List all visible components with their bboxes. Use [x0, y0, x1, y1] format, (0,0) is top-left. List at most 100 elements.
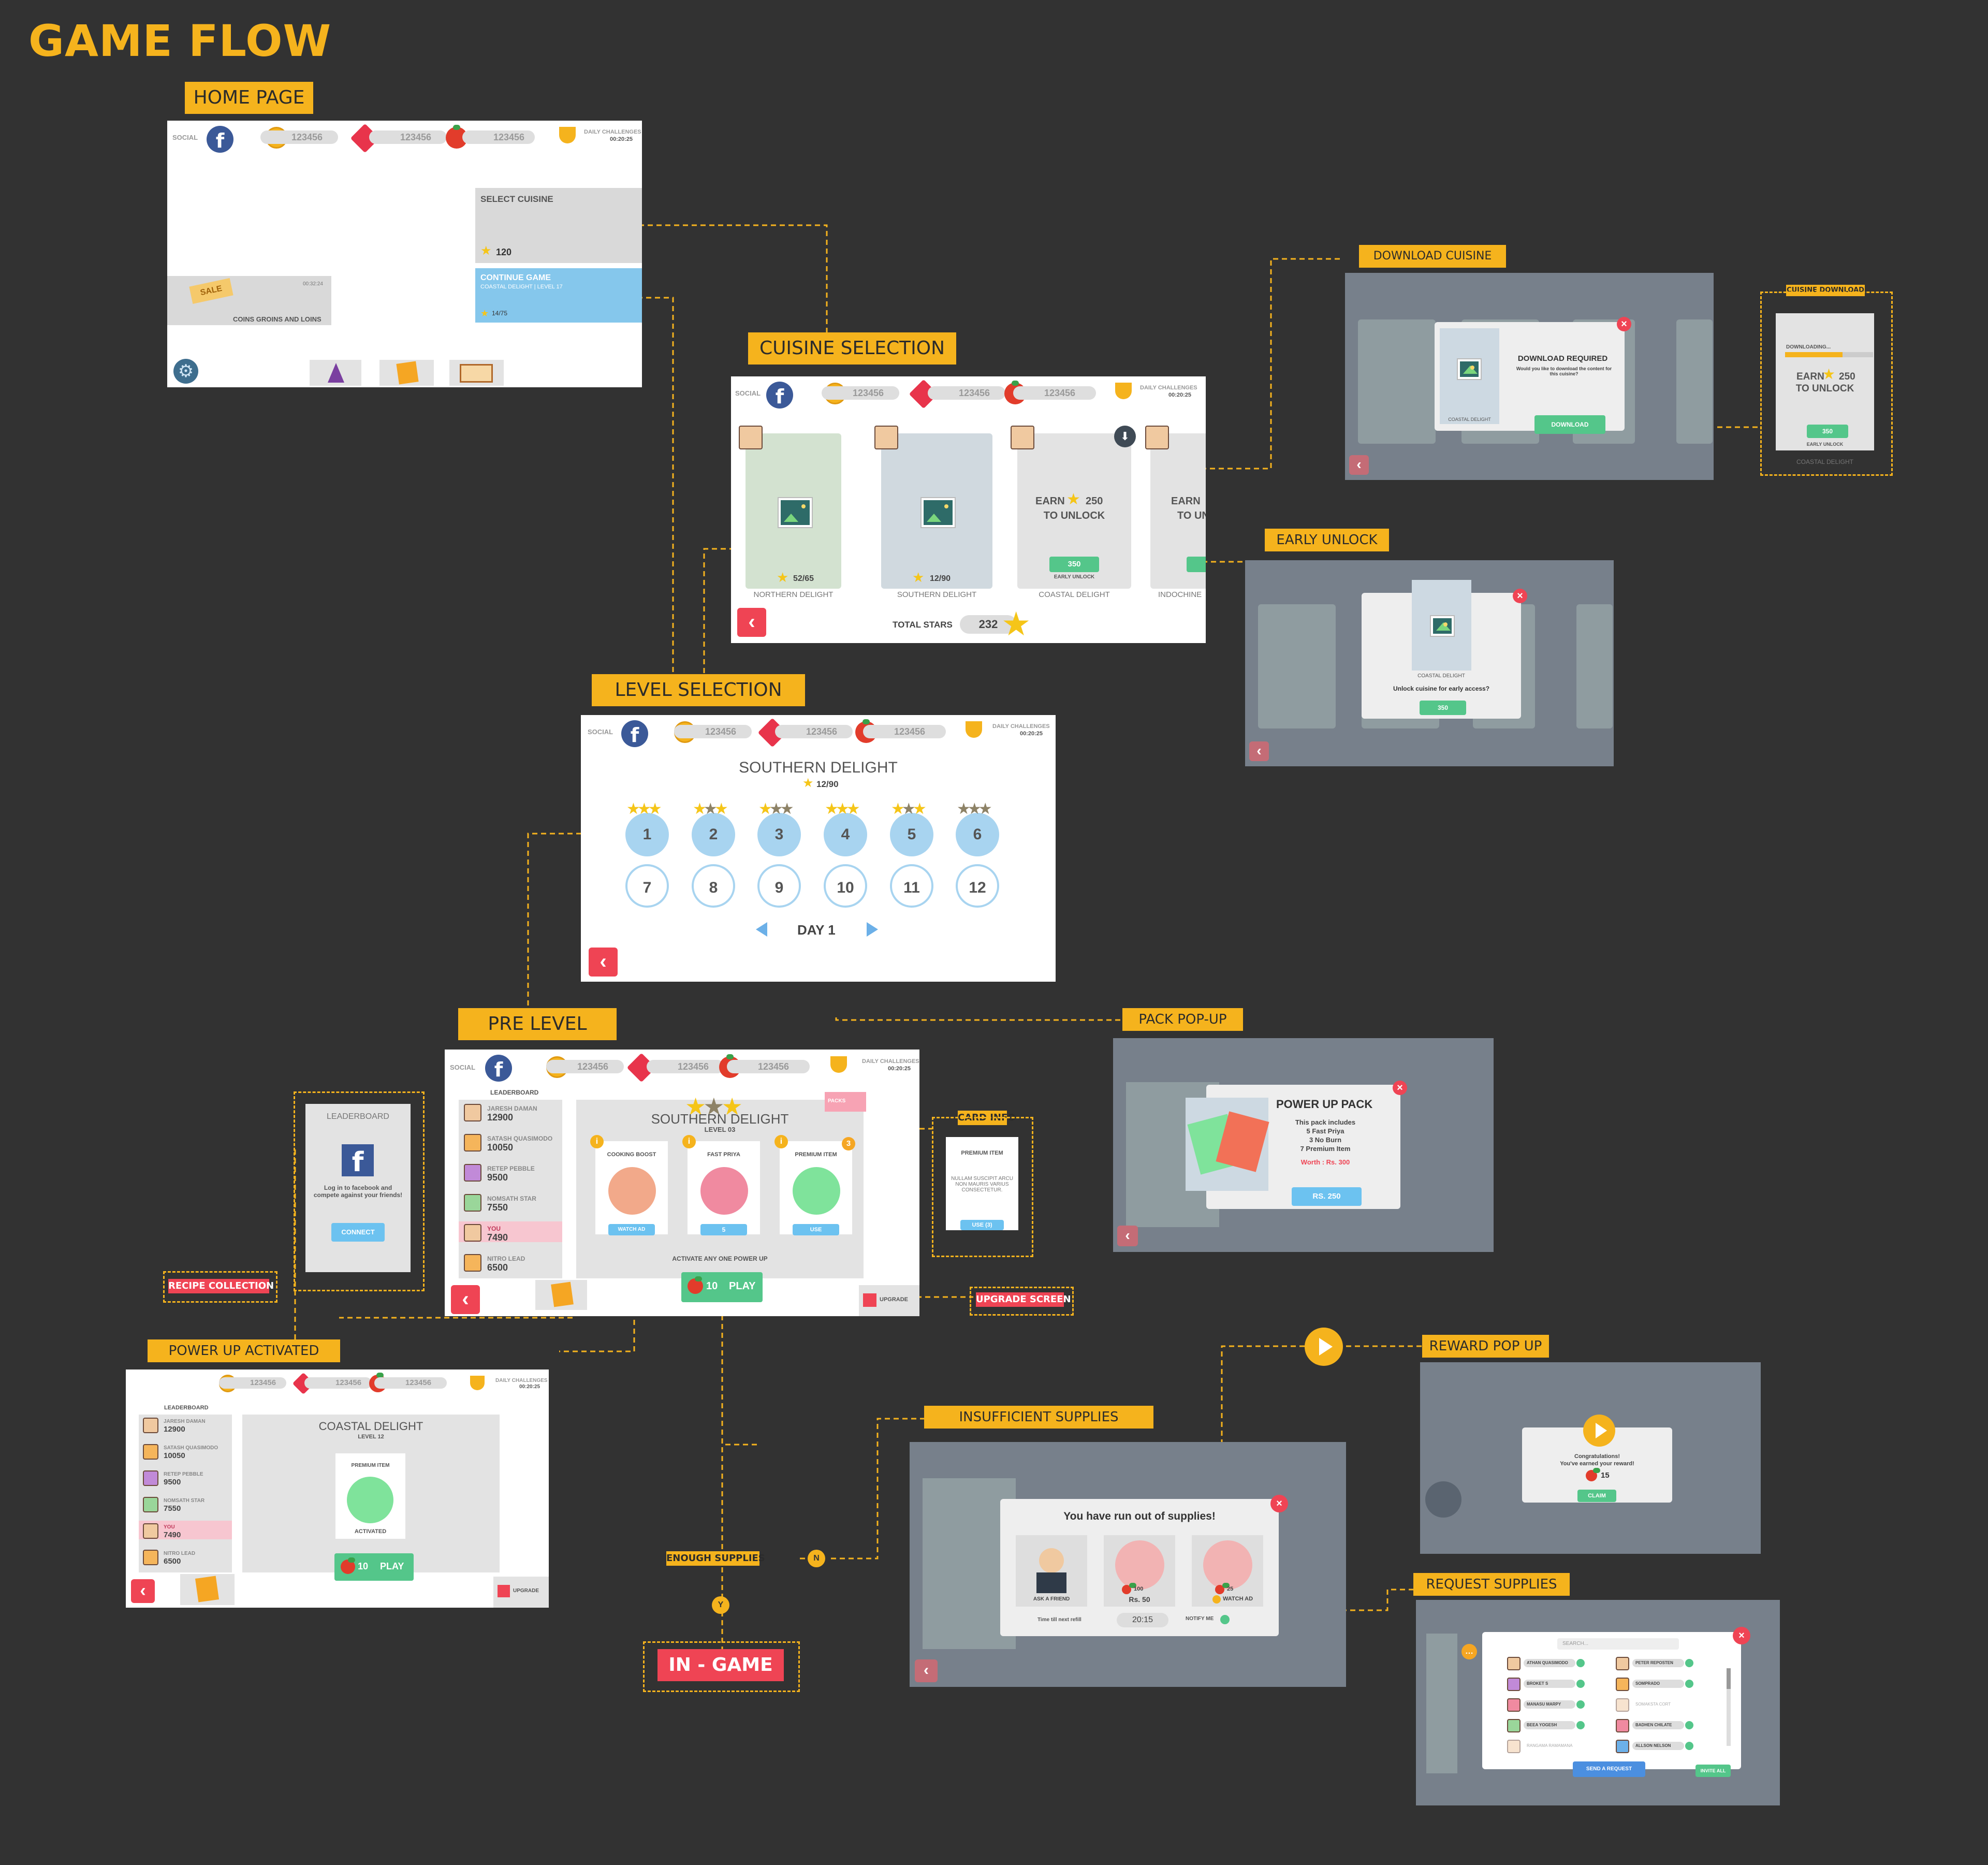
- watch-ad-button[interactable]: WATCH AD: [608, 1224, 655, 1235]
- buy-gem-button[interactable]: 5: [700, 1224, 747, 1235]
- back-button[interactable]: ‹: [737, 608, 766, 637]
- facebook-icon[interactable]: f: [485, 1055, 512, 1082]
- check-icon[interactable]: [1576, 1700, 1585, 1709]
- cuisine-card-northern[interactable]: ★ 52/65: [746, 433, 841, 589]
- close-icon[interactable]: ×: [1513, 589, 1527, 603]
- unlock-gem-button[interactable]: 350: [1420, 701, 1466, 715]
- level-button[interactable]: 9: [757, 864, 801, 908]
- powerup-card[interactable]: PREMIUM ITEM USE 3: [780, 1137, 855, 1235]
- back-button[interactable]: ‹: [1117, 1226, 1138, 1246]
- recipe-button[interactable]: [379, 360, 434, 386]
- level-button[interactable]: 5: [890, 813, 933, 856]
- back-button[interactable]: ‹: [1349, 455, 1369, 475]
- facebook-icon[interactable]: f: [621, 720, 648, 747]
- info-icon[interactable]: i: [774, 1135, 788, 1148]
- download-button[interactable]: DOWNLOAD: [1534, 415, 1605, 434]
- level-button[interactable]: 8: [692, 864, 735, 908]
- play-button[interactable]: 10 PLAY: [681, 1272, 763, 1302]
- recipe-button[interactable]: [535, 1280, 587, 1310]
- send-request-button[interactable]: SEND A REQUEST: [1573, 1761, 1645, 1777]
- trophy-icon[interactable]: [559, 127, 576, 143]
- friend-name[interactable]: BEEA YOGESH: [1524, 1721, 1575, 1729]
- ask-friend-option[interactable]: ASK A FRIEND: [1016, 1535, 1087, 1607]
- watch-ad-option[interactable]: 25 WATCH AD: [1192, 1535, 1263, 1607]
- close-icon[interactable]: ×: [1393, 1081, 1407, 1095]
- friend-name[interactable]: MANASU MARPY: [1524, 1700, 1575, 1709]
- use-button[interactable]: USE: [793, 1224, 839, 1235]
- prev-day-arrow-icon[interactable]: [756, 922, 767, 937]
- play-button[interactable]: 10 PLAY: [334, 1553, 414, 1581]
- check-icon[interactable]: [1685, 1742, 1693, 1750]
- cuisine-card-southern[interactable]: ★ 12/90: [881, 433, 992, 589]
- level-button[interactable]: 2: [692, 813, 735, 856]
- buy-supplies-option[interactable]: 100 Rs. 50: [1104, 1535, 1175, 1607]
- friend-name[interactable]: ALLSON NELSON: [1632, 1742, 1684, 1750]
- friend-name[interactable]: ATHAN QUASIMODO: [1524, 1659, 1575, 1667]
- cuisine-card-coastal[interactable]: EARN ★ 250 TO UNLOCK 350 EARLY UNLOCK: [1017, 433, 1131, 589]
- download-icon[interactable]: ⬇: [1114, 426, 1136, 447]
- level-button[interactable]: 3: [757, 813, 801, 856]
- use-button[interactable]: USE (3): [960, 1220, 1004, 1230]
- select-cuisine-button[interactable]: SELECT CUISINE ★ 120: [475, 188, 642, 263]
- recipe-button[interactable]: [180, 1574, 235, 1605]
- check-icon[interactable]: [1685, 1680, 1693, 1688]
- more-icon[interactable]: …: [1461, 1644, 1477, 1659]
- friend-name[interactable]: SOMPRADO: [1632, 1680, 1684, 1688]
- trophy-icon[interactable]: [830, 1056, 847, 1073]
- back-button[interactable]: ‹: [451, 1285, 480, 1314]
- scroll-thumb[interactable]: [1727, 1668, 1731, 1689]
- notify-toggle[interactable]: [1220, 1615, 1230, 1624]
- settings-gear-icon[interactable]: ⚙: [173, 359, 198, 384]
- trophy-icon[interactable]: [1115, 383, 1132, 399]
- friend-name[interactable]: BROKET S: [1524, 1680, 1575, 1688]
- level-button[interactable]: 11: [890, 864, 933, 908]
- friend-name[interactable]: SOMAKSTA CORT: [1635, 1702, 1671, 1707]
- level-button[interactable]: 10: [824, 864, 867, 908]
- invite-all-button[interactable]: INVITE ALL: [1695, 1765, 1731, 1777]
- friend-list-scrollbar[interactable]: [1727, 1668, 1731, 1746]
- early-unlock-button[interactable]: 350: [1807, 425, 1848, 438]
- next-day-arrow-icon[interactable]: [867, 922, 878, 937]
- sale-banner[interactable]: SALE 00:32:24 COINS GROINS AND LOINS: [167, 276, 331, 325]
- check-icon[interactable]: [1576, 1680, 1585, 1688]
- friend-name[interactable]: RANGAMA RAMAMANA: [1527, 1743, 1573, 1748]
- trophy-icon[interactable]: [966, 721, 982, 738]
- powerup-card[interactable]: COOKING BOOST WATCH AD: [595, 1141, 668, 1235]
- close-icon[interactable]: ×: [1270, 1495, 1288, 1512]
- powerup-card[interactable]: FAST PRIYA 5: [688, 1141, 760, 1235]
- level-button[interactable]: 1: [625, 813, 669, 856]
- check-icon[interactable]: [1576, 1659, 1585, 1667]
- cuisine-card-indochine[interactable]: EARN TO UN: [1150, 433, 1206, 589]
- level-button[interactable]: 7: [625, 864, 669, 908]
- friend-name[interactable]: PETER REPOSTEN: [1632, 1659, 1684, 1667]
- info-icon[interactable]: i: [590, 1135, 604, 1148]
- close-icon[interactable]: ×: [1733, 1627, 1750, 1644]
- level-button[interactable]: 4: [824, 813, 867, 856]
- back-button[interactable]: ‹: [131, 1579, 155, 1603]
- level-button[interactable]: 12: [956, 864, 999, 908]
- upgrade-button[interactable]: UPGRADE: [493, 1577, 549, 1608]
- facebook-icon[interactable]: f: [207, 126, 233, 153]
- trophy-icon[interactable]: [470, 1376, 485, 1390]
- early-unlock-button[interactable]: [1187, 557, 1206, 572]
- book-button[interactable]: [449, 360, 504, 386]
- back-button[interactable]: ‹: [915, 1659, 938, 1682]
- early-unlock-button[interactable]: 350: [1049, 557, 1099, 572]
- upgrade-button[interactable]: UPGRADE: [859, 1285, 919, 1316]
- check-icon[interactable]: [1685, 1721, 1693, 1729]
- buy-pack-button[interactable]: RS. 250: [1292, 1187, 1362, 1206]
- friend-search-input[interactable]: SEARCH...: [1557, 1638, 1679, 1650]
- info-icon[interactable]: i: [682, 1135, 696, 1148]
- back-button[interactable]: ‹: [1249, 741, 1269, 761]
- outfit-button[interactable]: [310, 360, 361, 386]
- claim-button[interactable]: CLAIM: [1577, 1490, 1616, 1502]
- back-button[interactable]: ‹: [589, 948, 618, 977]
- level-button[interactable]: 6: [956, 813, 999, 856]
- friend-name[interactable]: BADHEN CHILATE: [1632, 1721, 1684, 1729]
- connect-button[interactable]: CONNECT: [331, 1223, 385, 1242]
- continue-game-button[interactable]: CONTINUE GAME COASTAL DELIGHT | LEVEL 17…: [475, 268, 642, 323]
- facebook-icon[interactable]: f: [766, 382, 793, 409]
- check-icon[interactable]: [1576, 1721, 1585, 1729]
- packs-button[interactable]: PACKS: [825, 1092, 866, 1112]
- close-icon[interactable]: ×: [1617, 317, 1631, 331]
